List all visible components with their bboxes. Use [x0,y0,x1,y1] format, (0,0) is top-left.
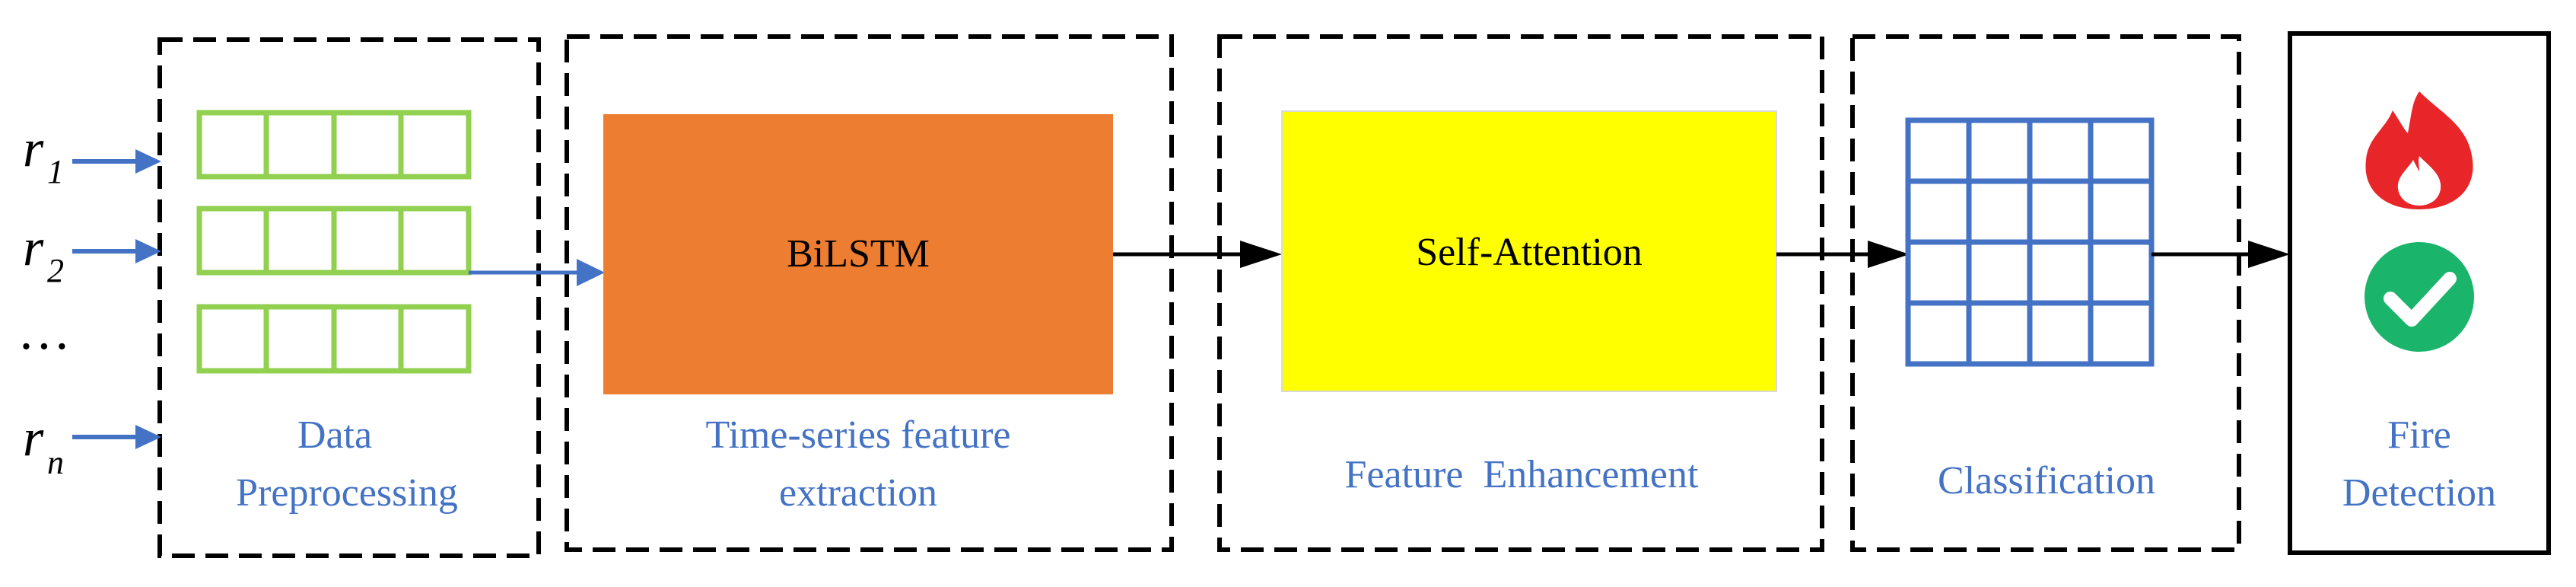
data-preprocessing-box [157,37,541,558]
classification-label: Classification [1938,459,2155,502]
feature-extraction-label-line1: Time-series feature [706,413,1011,457]
attention-to-classification-arrow [1776,241,1910,268]
input-rn-sub: n [47,444,64,481]
feature-extraction-label-line2: extraction [779,471,937,515]
data-row-2 [196,206,472,276]
bilstm-label: BiLSTM [787,232,930,276]
input-rn: r n [23,409,64,481]
feature-enhancement-box [1217,34,1824,552]
svg-text:r: r [23,219,44,277]
input-r1: r 1 [23,120,64,190]
data-preprocessing-label-line2: Preprocessing [236,471,458,515]
fire-detection-label-line1: Fire [2387,413,2451,457]
data-preprocessing-label-line1: Data [297,413,372,457]
preprocessing-to-bilstm-arrow [469,259,605,286]
input-arrows [72,149,161,449]
data-row-3 [196,304,472,374]
bilstm-block [603,114,1113,394]
fire-detection-label-line2: Detection [2342,471,2496,515]
fire-icon [2365,91,2473,209]
input-r2-sub: 2 [47,252,64,289]
input-r2: r 2 [23,219,64,289]
check-circle-icon [2365,242,2474,352]
classification-grid [1905,117,2155,367]
self-attention-label: Self-Attention [1416,231,1643,274]
feature-enhancement-label: Feature Enhancement [1345,453,1699,496]
fire-detection-box [2288,31,2551,555]
classification-box [1850,34,2241,552]
svg-text:r: r [23,409,44,467]
data-row-1 [196,110,472,180]
feature-extraction-box [564,34,1174,552]
classification-to-detection-arrow [2151,241,2290,268]
bilstm-to-attention-arrow [1113,241,1282,268]
svg-text:r: r [23,120,44,178]
data-rows [196,110,472,374]
input-ellipsis: … [21,302,68,361]
self-attention-block [1281,110,1777,392]
input-r1-sub: 1 [47,153,64,190]
